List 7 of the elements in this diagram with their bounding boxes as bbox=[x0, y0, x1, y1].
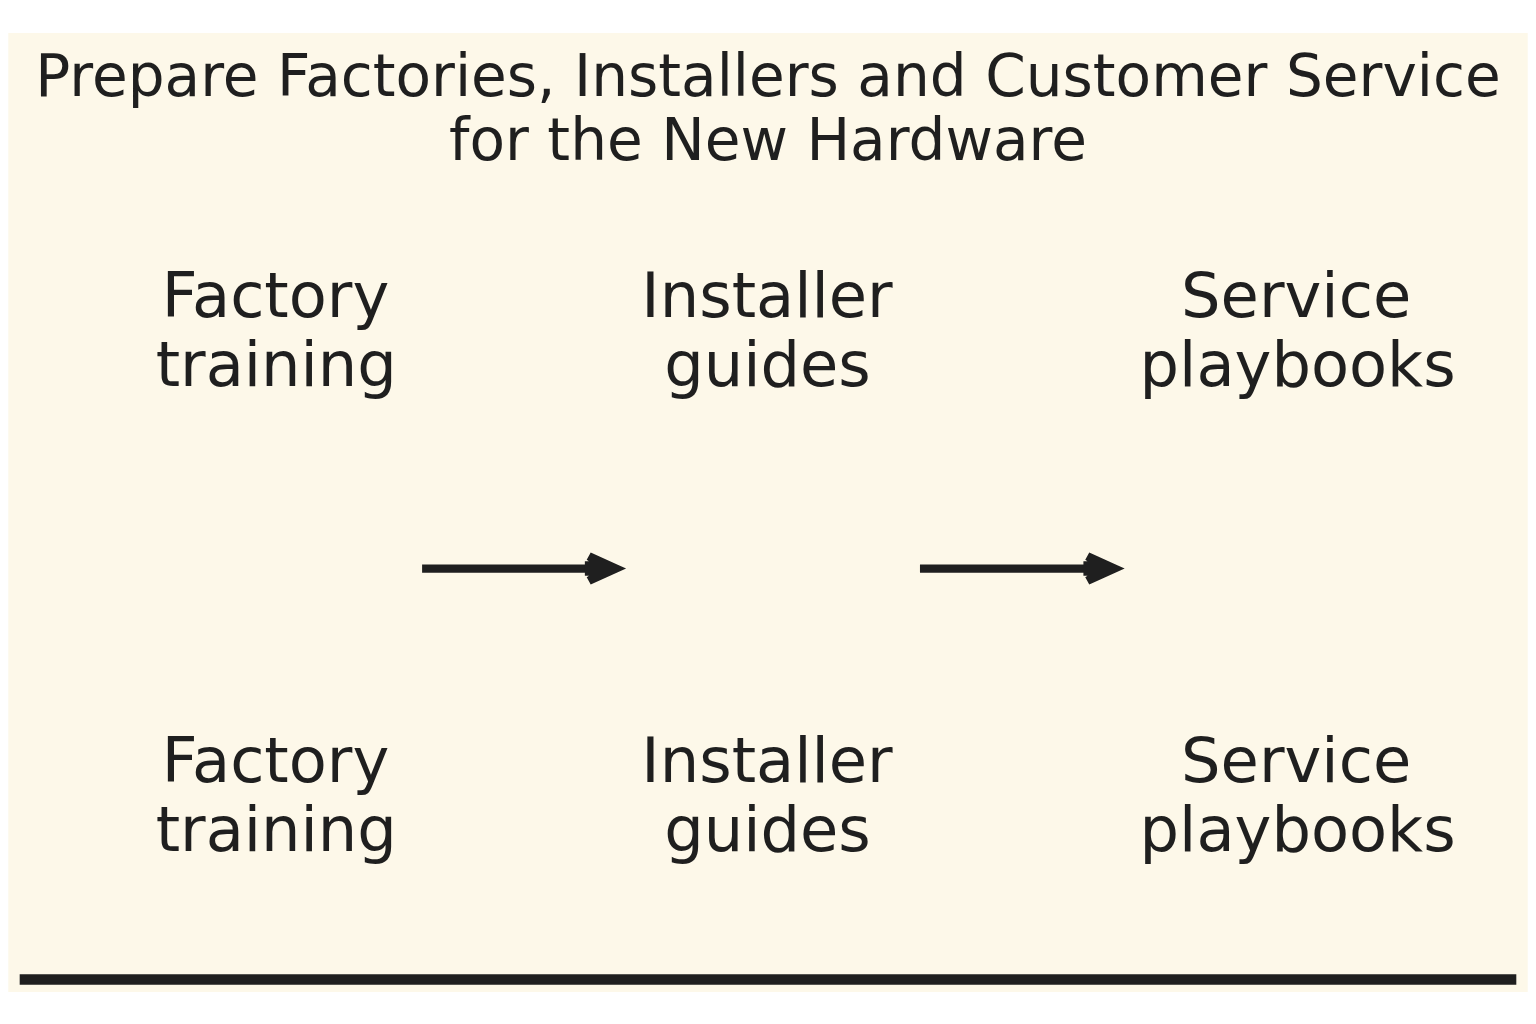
node-label: Factory training bbox=[155, 723, 397, 866]
node-text: Installer guides bbox=[641, 258, 893, 401]
node-label: Service playbooks bbox=[1139, 723, 1456, 866]
node-text: Factory training bbox=[155, 258, 397, 401]
diagram-title: Prepare Factories, Installers and Customer Service for the New Hardware bbox=[35, 41, 1501, 174]
node-text: Service playbooks bbox=[1139, 258, 1456, 401]
node-label: Installer guides bbox=[641, 723, 893, 866]
